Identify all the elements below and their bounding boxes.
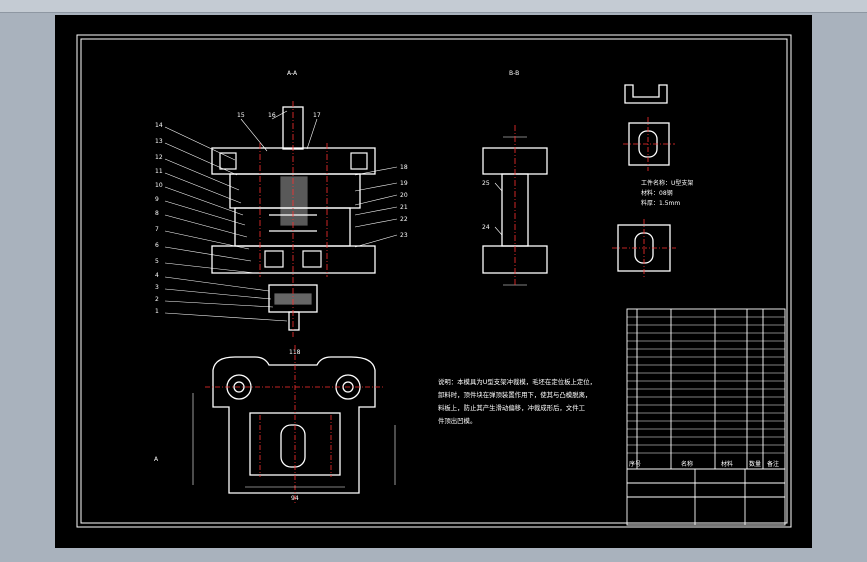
- title-block: 序号 名称 材料 数量 备注: [626, 308, 786, 526]
- title-header-qty: 数量: [749, 460, 761, 468]
- toolbar-strip: [0, 0, 867, 13]
- note-line: 料板上，防止其产生滑动偏移，冲裁成形后，文件工: [438, 403, 586, 412]
- title-header-notes: 备注: [767, 460, 779, 468]
- part-number: 14: [155, 122, 163, 129]
- workpiece-material: 材料：08钢: [641, 189, 673, 197]
- part-number-labels: 14 13 12 11 10 9 8 7 6 5 4 3 2 1 15 16 1…: [155, 112, 408, 315]
- part-number: 7: [155, 226, 159, 233]
- section-aa-label: A-A: [287, 70, 298, 77]
- part-number: 8: [155, 210, 159, 217]
- part-number: 13: [155, 138, 163, 145]
- part-number: 5: [155, 258, 159, 265]
- part-number: 18: [400, 164, 408, 171]
- part-number: 15: [237, 112, 245, 119]
- part-number: 23: [400, 232, 408, 239]
- part-number: 12: [155, 154, 163, 161]
- part-number: 22: [400, 216, 408, 223]
- workpiece-views: 工件名称：U型支架 材料：08钢 料厚：1.5mm: [612, 84, 693, 277]
- workpiece-name: 工件名称：U型支架: [641, 179, 693, 187]
- note-line: 说明：本模具为U型支架冲裁模，毛坯在定位板上定位，: [438, 377, 596, 386]
- section-bb-label: B-B: [509, 70, 519, 77]
- part-number: 17: [313, 112, 321, 119]
- title-header-material: 材料: [721, 460, 733, 468]
- part-number: 10: [155, 182, 163, 189]
- part-number: 25: [482, 180, 490, 187]
- drawing-canvas[interactable]: A-A: [55, 15, 812, 548]
- part-number: 16: [268, 112, 276, 119]
- part-number: 11: [155, 168, 163, 175]
- part-number: 20: [400, 192, 408, 199]
- part-number: 1: [155, 308, 159, 315]
- title-header-name: 名称: [681, 460, 693, 468]
- section-aa-view: A-A: [155, 70, 408, 337]
- outer-border: [76, 34, 792, 528]
- part-number: 9: [155, 196, 159, 203]
- cad-drawing: A-A: [76, 34, 792, 528]
- part-number: 4: [155, 272, 159, 279]
- technical-note: 说明：本模具为U型支架冲裁模，毛坯在定位板上定位， 卸料时，顶件块在弹顶装置作用…: [438, 377, 596, 425]
- part-number: 24: [482, 224, 490, 231]
- workpiece-thickness: 料厚：1.5mm: [641, 199, 680, 207]
- note-line: 件顶出凹模。: [438, 416, 476, 425]
- inner-border: [80, 38, 788, 524]
- note-line: 卸料时，顶件块在弹顶装置作用下，使其与凸模脱离，: [438, 390, 591, 399]
- view-a-label: A: [154, 456, 159, 463]
- part-number: 19: [400, 180, 408, 187]
- part-number: 6: [155, 242, 159, 249]
- part-number: 21: [400, 204, 408, 211]
- title-header-no: 序号: [629, 460, 641, 468]
- part-number: 3: [155, 284, 159, 291]
- section-bb-view: B-B 25 24: [482, 70, 548, 286]
- part-number: 2: [155, 296, 159, 303]
- die-plan-view: 118 94 A: [154, 345, 396, 505]
